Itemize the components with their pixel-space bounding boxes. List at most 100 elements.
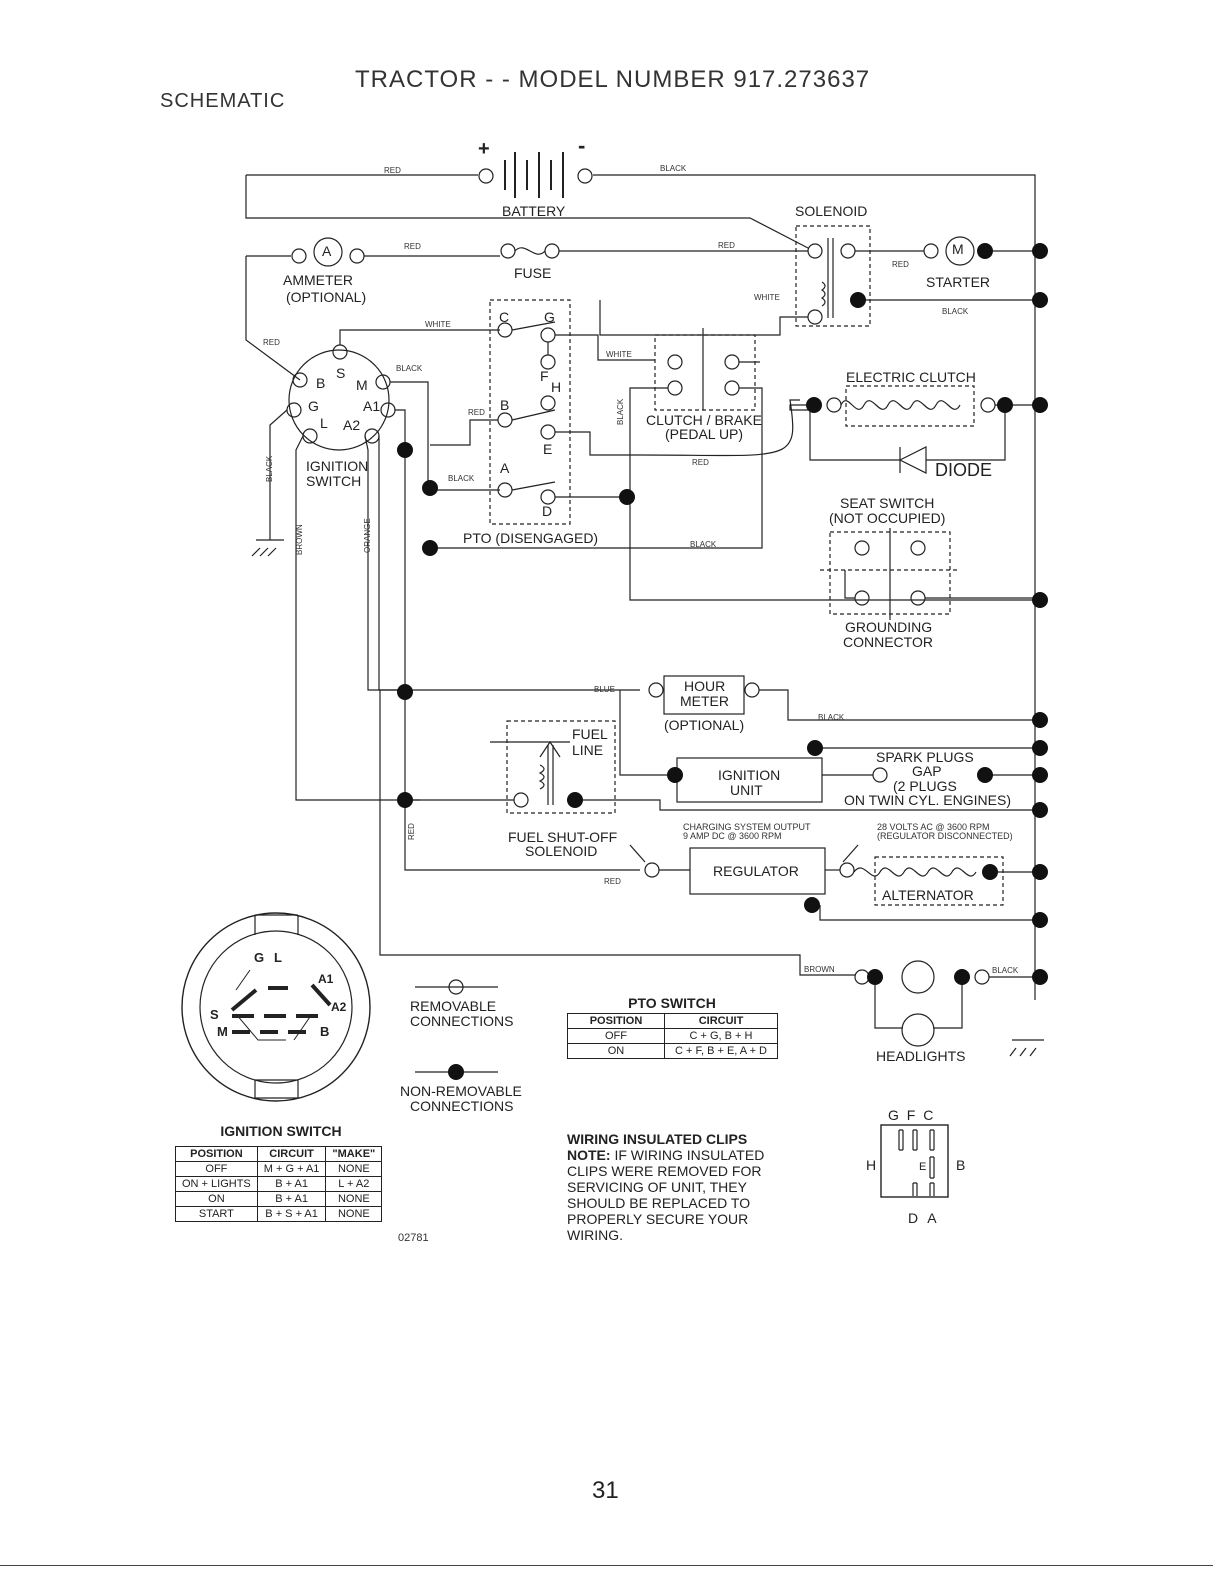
table-row: ON B + A1 NONE [175, 1191, 383, 1207]
clips-note-line-3: SERVICING OF UNIT, THEY [567, 1179, 747, 1195]
table-row: OFF M + G + A1 NONE [175, 1161, 383, 1177]
clips-heading: WIRING INSULATED CLIPS [567, 1131, 748, 1147]
wire-label-black: BLACK [265, 455, 274, 482]
ign-header-make: "MAKE" [325, 1146, 383, 1162]
table-cell: M + G + A1 [256, 1161, 327, 1177]
table-cell: NONE [325, 1191, 383, 1207]
spark-plugs-gap: GAP [912, 763, 942, 779]
table-cell: NONE [325, 1161, 383, 1177]
ign-terminal-a2: A2 [343, 417, 361, 433]
wire-label-red: RED [892, 260, 909, 269]
battery-negative: - [578, 133, 586, 158]
table-row: ON + LIGHTS B + A1 L + A2 [175, 1176, 383, 1192]
ammeter-label: AMMETER [283, 272, 353, 288]
ammeter-optional: (OPTIONAL) [286, 289, 367, 305]
wire-label-white: WHITE [425, 320, 451, 329]
wire-label-red: RED [404, 242, 421, 251]
wire-label-white: WHITE [754, 293, 780, 302]
battery-positive: + [478, 138, 490, 160]
hour-meter-label: HOUR [684, 678, 726, 694]
spark-plugs-note: ON TWIN CYL. ENGINES) [844, 792, 1011, 808]
pto-diagram-mid: E [919, 1161, 927, 1173]
table-cell: C + G, B + H [664, 1028, 778, 1044]
pto-diagram-top: G F C [888, 1107, 936, 1123]
page-number: 31 [592, 1477, 619, 1504]
wire-label-black: BLACK [660, 164, 687, 173]
ignition-unit-label: IGNITION [718, 767, 781, 783]
ign-terminal-b: B [316, 375, 326, 391]
seat-switch-state: (NOT OCCUPIED) [829, 510, 946, 526]
diode-label: DIODE [935, 460, 993, 480]
wire-label-black: BLACK [448, 474, 475, 483]
face-terminal-a1: A1 [318, 972, 334, 986]
removable-connections: REMOVABLE [410, 998, 497, 1014]
face-terminal-g: G [254, 950, 265, 965]
pto-terminal-e: E [543, 441, 553, 457]
volts-ac-2: (REGULATOR DISCONNECTED) [877, 831, 1013, 841]
page-bottom-rule [0, 1565, 1213, 1566]
wire-label-blue: BLUE [594, 685, 615, 694]
charging-output-2: 9 AMP DC @ 3600 RPM [683, 831, 782, 841]
table-cell: OFF [175, 1161, 258, 1177]
nonremovable-connections-2: CONNECTIONS [410, 1098, 514, 1114]
wire-label-red: RED [468, 408, 485, 417]
wire-label-red: RED [718, 241, 735, 250]
face-terminal-b: B [320, 1024, 330, 1039]
table-cell: ON [567, 1043, 665, 1059]
alternator-label: ALTERNATOR [882, 887, 974, 903]
clips-note-line-2: CLIPS WERE REMOVED FOR [567, 1163, 762, 1179]
pto-terminal-c: C [499, 309, 510, 325]
wire-label-red: RED [604, 877, 621, 886]
ign-header-circuit: CIRCUIT [256, 1146, 327, 1162]
clips-note-line-1: NOTE: IF WIRING INSULATED [567, 1147, 765, 1163]
pto-diagram-right: B [956, 1157, 966, 1173]
page-title: TRACTOR - - MODEL NUMBER 917.273637 [355, 66, 871, 93]
pto-terminal-d: D [542, 503, 553, 519]
wire-label-orange: ORANGE [363, 518, 372, 553]
solenoid-label: SOLENOID [795, 203, 868, 219]
headlights-label: HEADLIGHTS [876, 1048, 966, 1064]
clutch-brake-state: (PEDAL UP) [665, 426, 744, 442]
pto-header-position: POSITION [567, 1013, 665, 1029]
clutch-brake-label: CLUTCH / BRAKE [646, 412, 762, 428]
part-code: 02781 [398, 1232, 429, 1244]
face-terminal-a2: A2 [331, 1000, 347, 1014]
table-row: OFF C + G, B + H [567, 1028, 778, 1044]
ammeter-symbol: A [322, 243, 332, 259]
wire-label-red: RED [407, 823, 416, 840]
pto-terminal-h: H [551, 379, 562, 395]
spark-plugs-label: SPARK PLUGS [876, 749, 974, 765]
fuel-solenoid-label: FUEL SHUT-OFF [508, 829, 618, 845]
pto-switch-table: POSITION CIRCUIT OFF C + G, B + H ON C +… [567, 1013, 778, 1059]
seat-switch-label: SEAT SWITCH [840, 495, 935, 511]
face-terminal-m: M [217, 1024, 228, 1039]
ign-terminal-g: G [308, 398, 319, 414]
wire-label-black: BLACK [396, 364, 423, 373]
table-row: START B + S + A1 NONE [175, 1206, 383, 1222]
starter-label: STARTER [926, 274, 991, 290]
wire-label-black: BLACK [942, 307, 969, 316]
clips-note-line-6: WIRING. [567, 1227, 623, 1243]
wire-label-red: RED [384, 166, 401, 175]
pto-table-caption: PTO SWITCH [628, 995, 716, 1011]
pto-terminal-f: F [540, 368, 549, 384]
fuse-label: FUSE [514, 265, 552, 281]
pto-diagram-left: H [866, 1157, 877, 1173]
nonremovable-connections: NON-REMOVABLE [400, 1083, 522, 1099]
table-cell: B + A1 [256, 1191, 327, 1207]
table-cell: B + A1 [256, 1176, 327, 1192]
wire-label-black: BLACK [690, 540, 717, 549]
ign-terminal-l: L [320, 415, 328, 431]
table-cell: L + A2 [325, 1176, 383, 1192]
clips-note-line-4: SHOULD BE REPLACED TO [567, 1195, 751, 1211]
pto-terminal-a: A [500, 460, 510, 476]
pto-header-circuit: CIRCUIT [664, 1013, 778, 1029]
ignition-switch-label-2: SWITCH [306, 473, 362, 489]
page-subtitle: SCHEMATIC [160, 90, 286, 112]
table-cell: B + S + A1 [256, 1206, 327, 1222]
clips-note-label: NOTE: [567, 1147, 611, 1163]
table-cell: C + F, B + E, A + D [664, 1043, 778, 1059]
ignition-switch-table: POSITION CIRCUIT "MAKE" OFF M + G + A1 N… [175, 1146, 383, 1222]
wire-label-red: RED [692, 458, 709, 467]
ign-terminal-a1: A1 [363, 398, 381, 414]
